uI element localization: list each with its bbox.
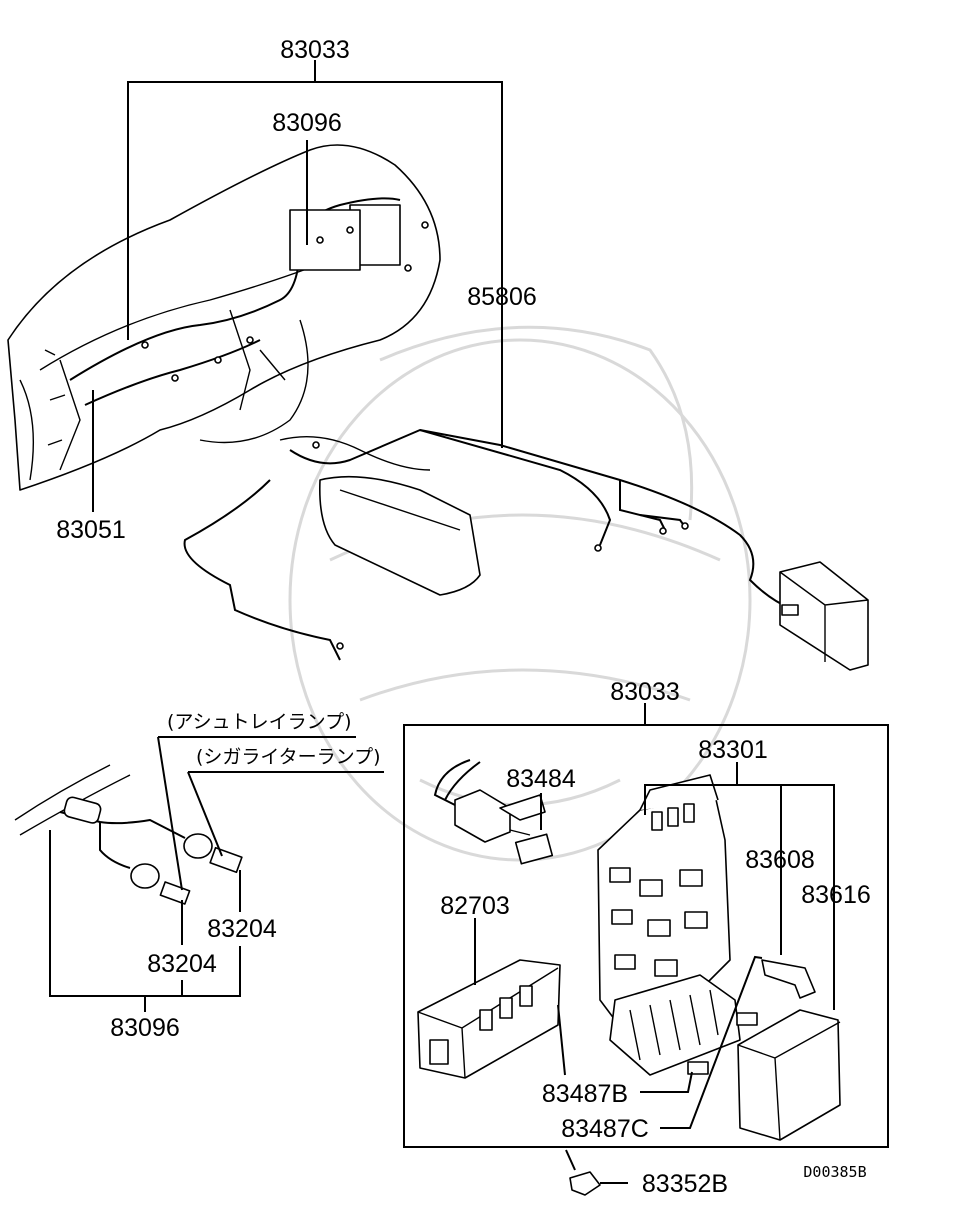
- label-83487C: 83487C: [561, 1115, 649, 1143]
- label-83484: 83484: [506, 765, 576, 793]
- fuse-puller-83608: [761, 959, 816, 999]
- label-83096-top: 83096: [272, 109, 342, 137]
- cover-83616: [737, 1009, 841, 1141]
- connector-83484: [433, 759, 554, 865]
- clip-83352B: [569, 1171, 601, 1196]
- fuse-83487C: [736, 1012, 758, 1026]
- label-82703: 82703: [440, 892, 510, 920]
- junction-block-83301: [597, 774, 741, 1076]
- label-83204-right: 83204: [207, 915, 277, 943]
- label-83616: 83616: [801, 881, 871, 909]
- top-leader-lines: [92, 60, 503, 512]
- label-83487B: 83487B: [542, 1080, 628, 1108]
- control-module-box: [779, 561, 869, 671]
- fuse-83487B: [687, 1061, 709, 1075]
- label-83033-top: 83033: [280, 36, 350, 64]
- label-83608: 83608: [745, 846, 815, 874]
- instrument-panel-harness-assembly: [7, 144, 869, 671]
- center-console: [318, 475, 481, 596]
- label-83352B: 83352B: [642, 1170, 728, 1198]
- lamp-harness-assembly: [14, 764, 243, 905]
- label-83301: 83301: [698, 736, 768, 764]
- ashtray-lamp-note: (アシュトレイランプ): [167, 711, 352, 733]
- relay-block-82703: [417, 959, 561, 1079]
- cigar-lighter-lamp-note: (シガライターランプ): [196, 746, 381, 768]
- leaders-83301: [644, 762, 835, 1010]
- label-83033-box: 83033: [610, 678, 680, 706]
- label-83204-left: 83204: [147, 950, 217, 978]
- label-83051: 83051: [56, 516, 126, 544]
- label-85806: 85806: [467, 283, 537, 311]
- drawing-code: D00385B: [803, 1163, 866, 1181]
- lamp-leader-lines: [49, 736, 384, 1012]
- label-83096-bottom: 83096: [110, 1014, 180, 1042]
